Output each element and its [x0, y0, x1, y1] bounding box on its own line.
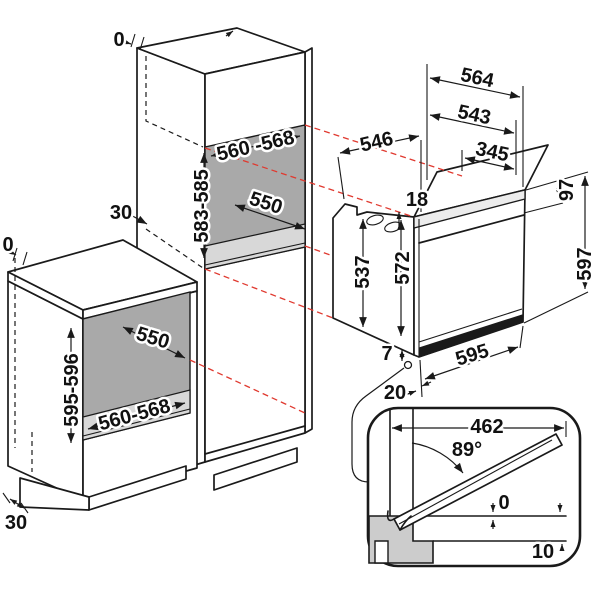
- door-angle-label: 89°: [452, 439, 482, 461]
- oven-bottom-lip-label: 7: [381, 343, 392, 365]
- inset-cabinet-section: [368, 408, 567, 564]
- door-width-label: 462: [470, 416, 503, 438]
- tall-niche-height-label: 583-585: [191, 169, 213, 242]
- door-bottom-gap-label: 0: [498, 492, 509, 514]
- oven-fascia-height-label: 97: [556, 179, 578, 201]
- base-cabinet-drawing: [7, 239, 198, 511]
- door-bottom-corner: [399, 515, 412, 531]
- inset-plinth-slot: [374, 540, 389, 564]
- oven-total-height-label: 572: [392, 251, 414, 284]
- oven-front-height-label: 597: [574, 247, 596, 280]
- base-plinth-recess-label: 30: [5, 512, 27, 534]
- door-plinth-gap-label: 10: [532, 541, 554, 563]
- projection-line-bottom-right: [304, 245, 334, 257]
- oven-body-height-label: 537: [352, 255, 374, 288]
- callout-leader-line: [351, 367, 405, 483]
- tall-side-clearance-label: 30: [110, 202, 132, 224]
- tall-top-gap-label: 0: [113, 29, 124, 51]
- oven-drawing: [332, 144, 549, 358]
- dimension-lines: [2, 30, 589, 514]
- detail-callout-point: [403, 360, 413, 370]
- base-niche-height-label: 595-596: [61, 353, 83, 426]
- tall-cabinet-bottom-lip: [204, 425, 306, 455]
- door-detail-inset: [351, 367, 582, 568]
- door-angle-arc: [411, 442, 464, 474]
- projection-line-base-niche: [189, 359, 306, 414]
- oven-recess-depth-label: 546: [358, 128, 395, 157]
- hidden-edge-lines: [14, 56, 204, 472]
- door-bottom-trim-line: [418, 308, 523, 343]
- oven-depth-total-label: 564: [459, 64, 497, 93]
- door-hinge-curve: [386, 510, 395, 522]
- projection-line-top-left: [204, 147, 415, 218]
- countertop-edge-front: [82, 281, 198, 320]
- oven-rear-clearance-label: 20: [384, 382, 406, 404]
- oven-top-inset-label: 18: [406, 189, 428, 211]
- tall-niche-shelf-edge: [204, 242, 306, 266]
- door-glass-bottom-band: [418, 314, 524, 358]
- oven-fascia-top-strip: [413, 189, 526, 229]
- control-panel-bottom-line: [418, 214, 525, 244]
- oven-left-panel: [332, 203, 415, 356]
- base-top-gap-label: 0: [2, 234, 13, 256]
- tall-cabinet-plinth: [213, 447, 298, 491]
- inset-open-door: [386, 433, 563, 531]
- base-cabinet-plinth-left: [19, 477, 90, 511]
- tall-cabinet-right-edge: [304, 47, 313, 434]
- projection-line-bottom-left: [204, 268, 334, 319]
- oven-depth-mid-label: 543: [456, 101, 493, 129]
